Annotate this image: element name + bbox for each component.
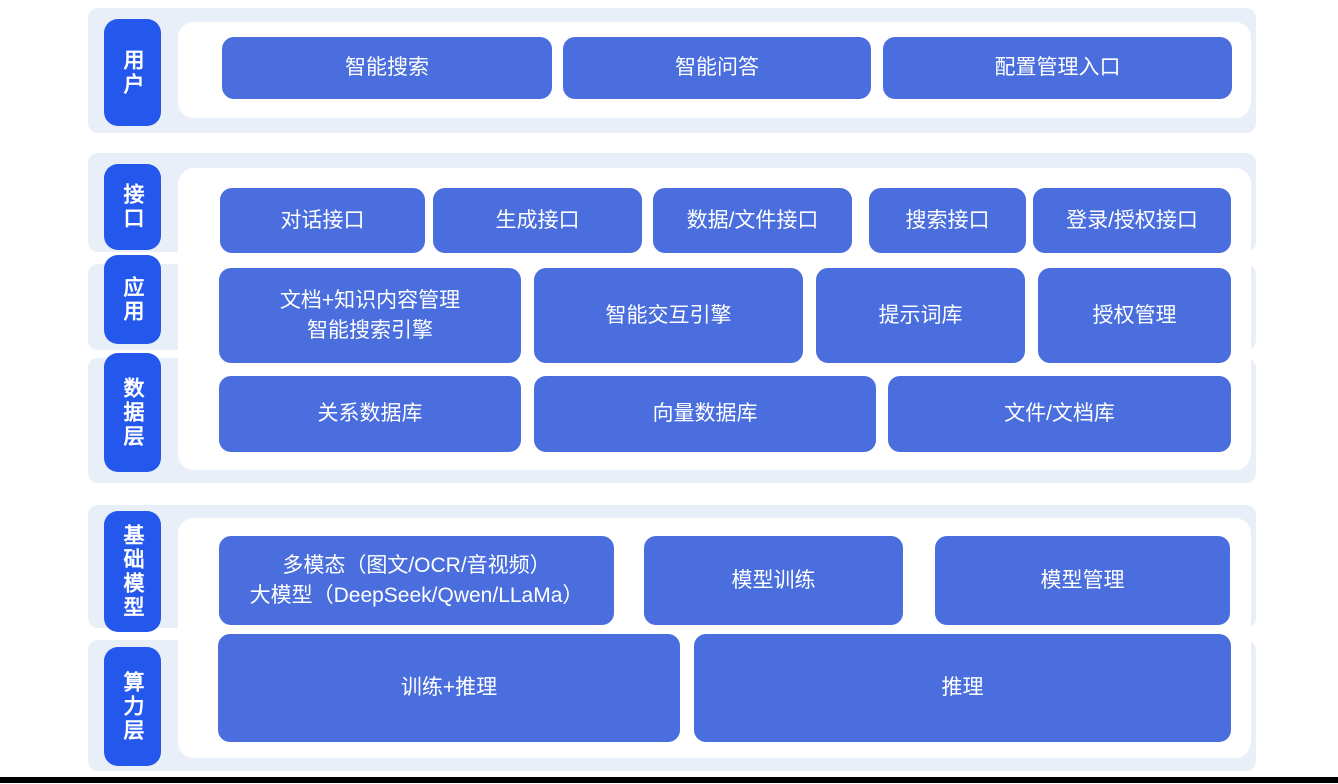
layer-pill-user: 用户 bbox=[104, 19, 161, 126]
layer-pill-compute: 算力层 bbox=[104, 647, 161, 766]
block-generate-api: 生成接口 bbox=[433, 188, 642, 253]
layer-pill-interface: 接口 bbox=[104, 164, 161, 250]
block-smart-search: 智能搜索 bbox=[222, 37, 552, 99]
bottom-divider-line bbox=[0, 777, 1338, 783]
block-inference: 推理 bbox=[694, 634, 1231, 742]
block-relational-db: 关系数据库 bbox=[219, 376, 521, 452]
layer-pill-data: 数据层 bbox=[104, 353, 161, 472]
block-vector-db: 向量数据库 bbox=[534, 376, 876, 452]
layer-pill-application: 应用 bbox=[104, 255, 161, 344]
block-search-api: 搜索接口 bbox=[869, 188, 1026, 253]
block-file-doc-store: 文件/文档库 bbox=[888, 376, 1231, 452]
block-auth-management: 授权管理 bbox=[1038, 268, 1231, 363]
block-interaction-engine: 智能交互引擎 bbox=[534, 268, 803, 363]
block-multimodal-llm: 多模态（图文/OCR/音视频） 大模型（DeepSeek/Qwen/LLaMa） bbox=[219, 536, 614, 625]
block-model-training: 模型训练 bbox=[644, 536, 903, 625]
block-prompt-library: 提示词库 bbox=[816, 268, 1025, 363]
block-dialog-api: 对话接口 bbox=[220, 188, 425, 253]
layer-pill-foundation-model: 基础模型 bbox=[104, 511, 161, 632]
block-login-auth-api: 登录/授权接口 bbox=[1033, 188, 1231, 253]
block-smart-qa: 智能问答 bbox=[563, 37, 871, 99]
block-model-management: 模型管理 bbox=[935, 536, 1230, 625]
block-data-file-api: 数据/文件接口 bbox=[653, 188, 852, 253]
block-train-plus-inference: 训练+推理 bbox=[218, 634, 680, 742]
block-doc-knowledge-engine: 文档+知识内容管理 智能搜索引擎 bbox=[219, 268, 521, 363]
block-config-entry: 配置管理入口 bbox=[883, 37, 1232, 99]
